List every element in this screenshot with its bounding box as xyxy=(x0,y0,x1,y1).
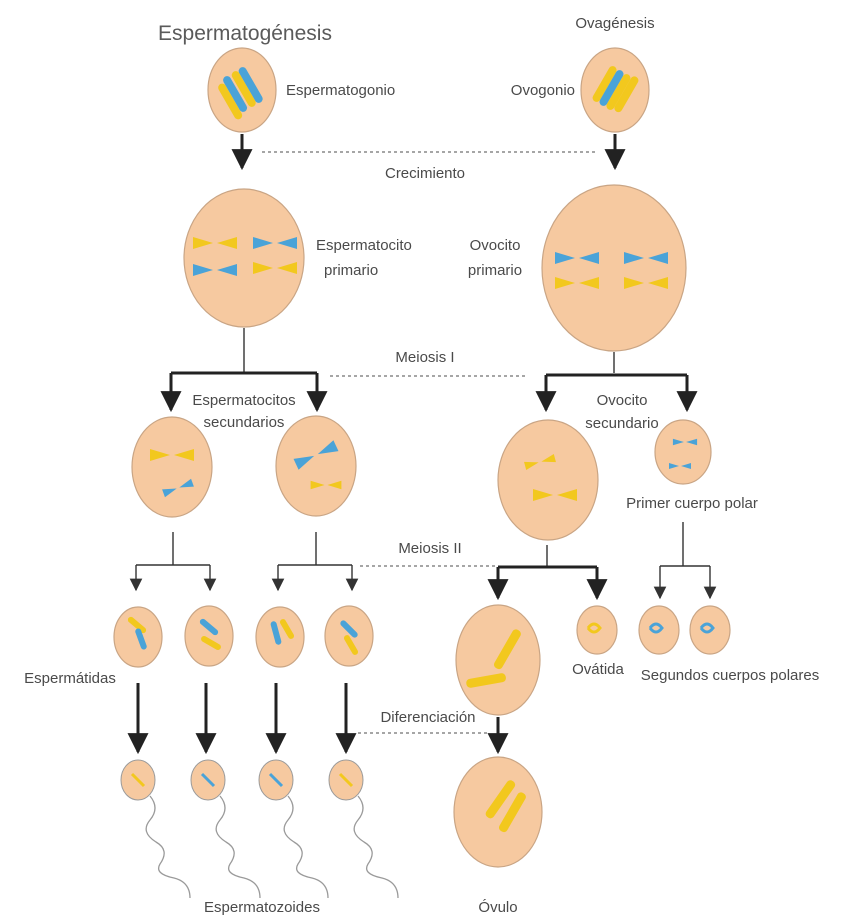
spermatozoon-2 xyxy=(191,760,260,898)
primary-oocyte-cell xyxy=(542,185,686,351)
ootid-label: Ovátida xyxy=(572,661,624,678)
meiosis1-label: Meiosis I xyxy=(395,349,454,366)
spermatogenesis-title: Espermatogénesis xyxy=(158,22,332,45)
ootid-cell xyxy=(456,605,540,715)
spermatid-1 xyxy=(114,607,162,667)
ovum-cell xyxy=(454,757,542,867)
second-polar-bodies-label: Segundos cuerpos polares xyxy=(641,667,819,684)
ovatid-small-cell xyxy=(577,606,617,654)
first-polar-body-cell xyxy=(655,420,711,484)
growth-label: Crecimiento xyxy=(385,165,465,182)
secondary-oocyte-label-1: Ovocito xyxy=(597,392,648,409)
secondary-spermatocytes-label-1: Espermatocitos xyxy=(192,392,295,409)
spermatid-4 xyxy=(325,606,373,666)
spermatogonium-cell xyxy=(208,48,276,132)
meiosis2-split-oocyte xyxy=(498,545,597,598)
second-polar-body-1 xyxy=(639,606,679,654)
differentiation-label: Diferenciación xyxy=(380,709,475,726)
secondary-spermatocyte-cell-1 xyxy=(132,417,212,517)
primary-spermatocyte-cell xyxy=(184,189,304,327)
meiosis2-split-sperm-1 xyxy=(136,532,210,590)
meiosis2-split-polar xyxy=(660,522,710,598)
secondary-spermatocytes-label-2: secundarios xyxy=(204,414,285,431)
spermatogonium-label: Espermatogonio xyxy=(286,82,395,99)
oogonium-label: Ovogonio xyxy=(511,82,575,99)
spermatozoa-label: Espermatozoides xyxy=(204,899,320,916)
first-polar-body-label: Primer cuerpo polar xyxy=(626,495,758,512)
spermatid-3 xyxy=(256,607,304,667)
spermatozoon-1 xyxy=(121,760,190,898)
spermatozoon-4 xyxy=(329,760,398,898)
meiosis2-split-sperm-2 xyxy=(278,532,352,590)
ovum-label: Óvulo xyxy=(478,899,517,916)
primary-oocyte-label-1: Ovocito xyxy=(470,237,521,254)
oogenesis-title: Ovagénesis xyxy=(575,15,654,32)
primary-spermatocyte-label-1: Espermatocito xyxy=(316,237,412,254)
spermatids-label: Espermátidas xyxy=(24,670,116,687)
secondary-oocyte-label-2: secundario xyxy=(585,415,658,432)
spermatozoon-3 xyxy=(259,760,328,898)
second-polar-body-2 xyxy=(690,606,730,654)
primary-oocyte-label-2: primario xyxy=(468,262,522,279)
secondary-spermatocyte-cell-2 xyxy=(276,416,356,516)
secondary-oocyte-cell xyxy=(498,420,598,540)
primary-spermatocyte-label-2: primario xyxy=(324,262,378,279)
meiosis2-label: Meiosis II xyxy=(398,540,461,557)
spermatid-2 xyxy=(185,606,233,666)
oogonium-cell xyxy=(581,48,649,132)
